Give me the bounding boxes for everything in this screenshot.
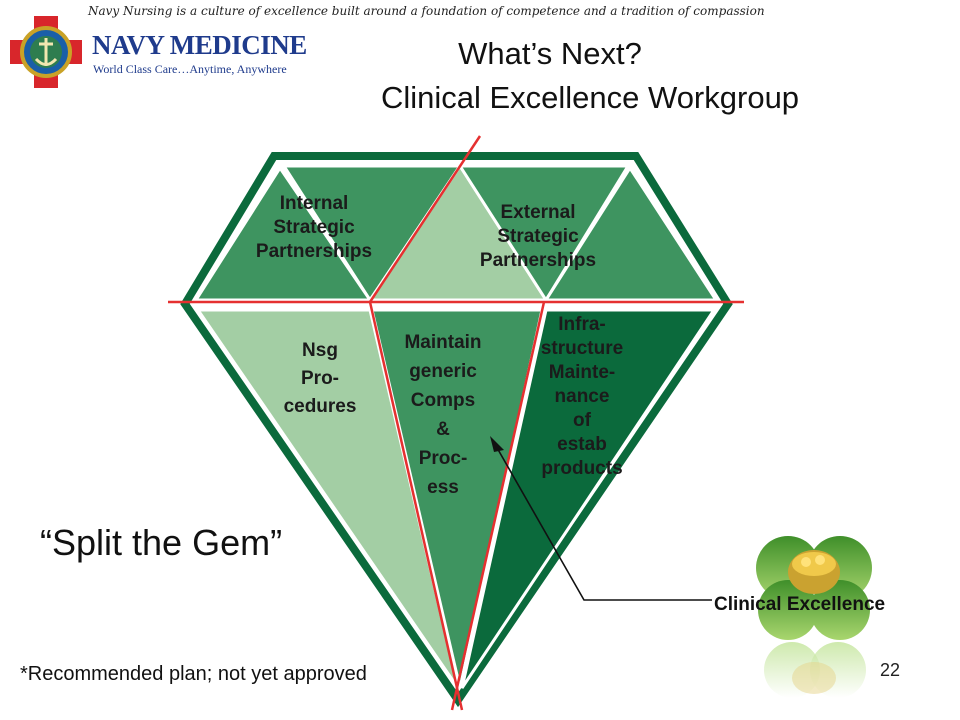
gem-crown-left-edge xyxy=(193,165,373,302)
split-the-gem-quote: “Split the Gem” xyxy=(40,522,283,563)
page-number: 22 xyxy=(880,660,901,680)
split-line-left-cut xyxy=(368,301,464,711)
label-external-partnerships: External Strategic Partnerships xyxy=(479,202,597,271)
split-line-diagonal xyxy=(368,135,482,303)
header-motto: Navy Nursing is a culture of excellence … xyxy=(88,4,765,18)
footnote: *Recommended plan; not yet approved xyxy=(20,663,367,685)
label-internal-partnerships: Internal Strategic Partnerships xyxy=(255,193,373,262)
slide-title-line2: Clinical Excellence Workgroup xyxy=(380,80,800,115)
gem-pavilion-center xyxy=(370,308,544,689)
split-line-right-cut xyxy=(450,301,546,711)
clinical-excellence-callout: Clinical Excellence xyxy=(714,594,886,615)
slide-title-line1: What’s Next? xyxy=(458,36,642,71)
gem-pavilion-right xyxy=(460,308,717,689)
label-infrastructure: Infra- structure Mainte- nance of estab … xyxy=(540,314,624,479)
navy-medicine-logo-icon xyxy=(10,16,82,88)
label-generic-comps: Maintain generic Comps & Proc- ess xyxy=(404,332,482,498)
gem-crown-right-edge xyxy=(543,165,719,302)
brand-name: NAVY MEDICINE xyxy=(92,30,307,60)
callout-arrow-line xyxy=(495,445,712,601)
label-nursing-procedures: Nsg Pro- cedures xyxy=(283,340,357,417)
brand-tagline: World Class Care…Anytime, Anywhere xyxy=(93,62,287,76)
clover-pot-of-gold-icon xyxy=(756,536,872,698)
callout-arrowhead-icon xyxy=(490,436,504,452)
